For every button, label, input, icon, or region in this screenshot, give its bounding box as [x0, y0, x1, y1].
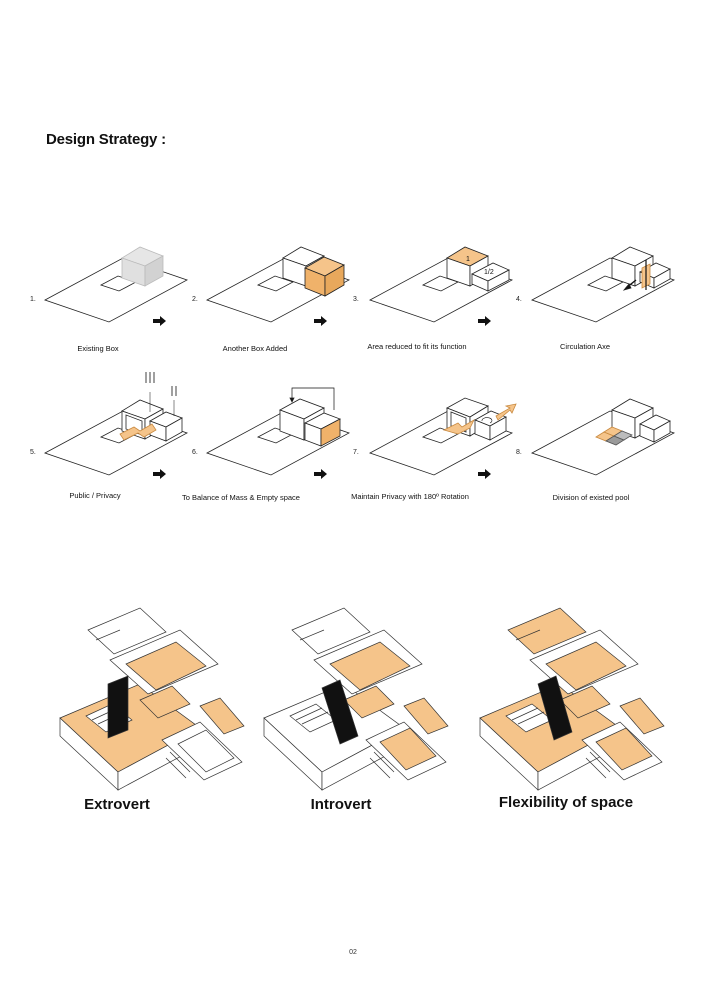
introvert-axonometric-plan	[263, 607, 449, 791]
scenario-label-flexibility: Flexibility of space	[498, 794, 634, 811]
step-1-number: 1.	[30, 296, 36, 303]
extrovert-axonometric-plan	[59, 607, 245, 791]
step-1-caption: Existing Box	[77, 344, 119, 353]
page-number: 02	[349, 949, 357, 956]
step-3-box2-label: 1/2	[484, 269, 494, 276]
next-arrow-icon	[314, 469, 327, 479]
page-title: Design Strategy :	[46, 131, 166, 148]
step-8-caption: Division of existed pool	[552, 493, 630, 502]
step-4-caption: Circulation Axe	[559, 342, 611, 351]
scenario-label-extrovert: Extrovert	[84, 796, 150, 813]
scenario-label-introvert: Introvert	[310, 796, 372, 813]
step-4-diagram	[531, 246, 675, 323]
step-5-number: 5.	[30, 449, 36, 456]
step-6-caption: To Balance of Mass & Empty space	[182, 493, 300, 502]
flexibility-axonometric-plan	[479, 607, 665, 791]
step-3-caption: Area reduced to fit its function	[367, 342, 467, 351]
step-5-caption: Public / Privacy	[69, 491, 121, 500]
step-5-diagram	[44, 372, 188, 476]
step-6-diagram	[206, 387, 350, 476]
step-2-caption: Another Box Added	[222, 344, 288, 353]
next-arrow-icon	[153, 469, 166, 479]
step-3-number: 3.	[353, 296, 359, 303]
next-arrow-icon	[478, 316, 491, 326]
step-7-number: 7.	[353, 449, 359, 456]
step-7-caption: Maintain Privacy with 180º Rotation	[351, 492, 469, 501]
next-arrow-icon	[314, 316, 327, 326]
step-8-diagram	[531, 398, 675, 476]
step-3-box1-label: 1	[466, 256, 470, 263]
step-6-number: 6.	[192, 449, 198, 456]
next-arrow-icon	[153, 316, 166, 326]
step-4-number: 4.	[516, 296, 522, 303]
step-3-diagram	[369, 246, 513, 323]
step-2-number: 2.	[192, 296, 198, 303]
step-8-number: 8.	[516, 449, 522, 456]
step-1-diagram	[44, 246, 188, 323]
step-2-diagram	[206, 246, 350, 323]
step-7-diagram	[369, 397, 517, 476]
next-arrow-icon	[478, 469, 491, 479]
